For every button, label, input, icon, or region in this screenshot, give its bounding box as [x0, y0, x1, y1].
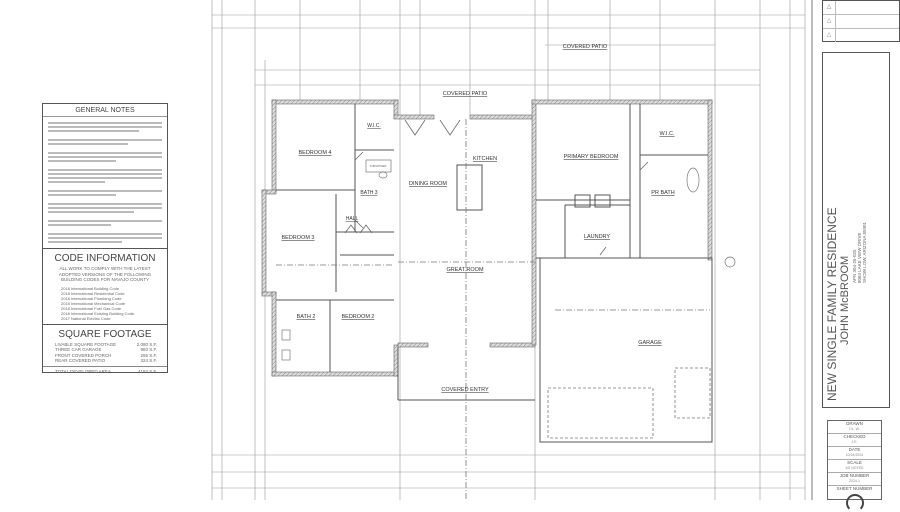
- sf-label: FRONT COVERED PORCH: [55, 352, 112, 358]
- square-footage-title: SQUARE FOOTAGE: [58, 328, 152, 340]
- room-label-dining-room: DINING ROOM: [409, 181, 447, 187]
- room-label-covered-patio-top: COVERED PATIO: [563, 44, 608, 50]
- sf-total-value: 4184 S.F.: [137, 368, 157, 374]
- room-label-laundry: LAUNDRY: [584, 234, 611, 240]
- room-label-great-room: GREAT ROOM: [446, 267, 483, 273]
- room-label-bedroom-3: BEDROOM 3: [281, 235, 314, 241]
- code-information-intro: ALL WORK TO COMPLY WITH THE LATEST ADOPT…: [58, 266, 152, 282]
- code-list: 2018 International Building Code 2018 In…: [43, 283, 167, 324]
- room-label-bedroom-4: BEDROOM 4: [298, 150, 331, 156]
- sf-label: THREE CAR GARAGE: [55, 347, 102, 352]
- exterior-walls: [261, 99, 713, 377]
- sf-label: LIVABLE SQUARE FOOTAGE: [55, 341, 117, 347]
- room-label-hall: HALL: [346, 216, 359, 222]
- code-item: 2018 International Existing Building Cod…: [61, 310, 135, 316]
- garage-parking-outlines: [276, 119, 711, 500]
- room-label-covered-entry: COVERED ENTRY: [441, 387, 489, 393]
- door-swings: [344, 119, 649, 256]
- room-label-wic-left: W.I.C.: [367, 123, 381, 129]
- code-information-section: CODE INFORMATION ALL WORK TO COMPLY WITH…: [43, 248, 167, 324]
- square-footage-total: TOTAL DEVELOPED AREA 4184 S.F.: [43, 365, 167, 375]
- general-notes-body: [43, 117, 167, 248]
- sf-value: 255 S.F.: [140, 352, 157, 358]
- room-label-bath-3: BATH 3: [360, 190, 377, 196]
- fixture-label-tub-shower: TUB/SHOWER: [370, 165, 387, 168]
- square-footage-row: FRONT COVERED PORCH 255 S.F.: [43, 353, 167, 359]
- room-label-kitchen: KITCHEN: [473, 156, 497, 162]
- sf-value: 324 S.F.: [140, 358, 157, 363]
- room-labels: COVERED PATIO COVERED PATIO BEDROOM 4 W.…: [281, 44, 674, 393]
- dimension-lines: [211, 0, 806, 500]
- room-label-covered-patio: COVERED PATIO: [443, 91, 488, 97]
- square-footage-row: THREE CAR GARAGE 983 S.F.: [43, 347, 167, 353]
- floor-plan-drawing: COVERED PATIO COVERED PATIO BEDROOM 4 W.…: [211, 0, 813, 500]
- room-label-primary-bedroom: PRIMARY BEDROOM: [564, 154, 619, 160]
- code-item: 2018 International Fuel Gas Code: [61, 305, 122, 311]
- code-item: 2017 National Electric Code: [61, 315, 111, 321]
- code-item: 2018 International Mechanical Code: [61, 300, 126, 306]
- revision-triangle-icon: △: [823, 1, 836, 14]
- city: SHOW LOW, ARIZONA 85901: [862, 221, 867, 283]
- room-label-wic-right: W.I.C.: [660, 131, 675, 137]
- sf-value: 983 S.F.: [140, 347, 157, 352]
- revision-triangle-icon: △: [823, 29, 836, 42]
- sf-total-label: TOTAL DEVELOPED AREA: [55, 368, 111, 374]
- general-notes-panel: GENERAL NOTES CODE INFORMATION ALL WORK …: [42, 103, 168, 375]
- revision-triangle-icon: △: [823, 15, 836, 28]
- client-name: JOHN McBROOM: [839, 255, 851, 345]
- general-notes-title: GENERAL NOTES: [43, 104, 167, 117]
- project-title: NEW SINGLE FAMILY RESIDENCE: [825, 207, 839, 401]
- sheet-number-glyph-icon: [845, 494, 864, 512]
- code-information-title: CODE INFORMATION: [54, 253, 156, 264]
- interior-walls: [276, 104, 713, 443]
- code-item: 2018 International Plumbing Code: [61, 295, 122, 301]
- room-label-bedroom-2: BEDROOM 2: [341, 314, 374, 320]
- sf-value: 2,080 S.F.: [136, 341, 157, 347]
- title-block: NEW SINGLE FAMILY RESIDENCE JOHN McBROOM…: [822, 52, 890, 408]
- code-item: 2018 International Building Code: [61, 285, 120, 291]
- info-sheet-number: SHEET NUMBER: [828, 486, 881, 512]
- room-label-pr-bath: PR BATH: [651, 190, 674, 196]
- square-footage-row: LIVABLE SQUARE FOOTAGE 2,080 S.F.: [43, 342, 167, 348]
- room-label-bath-2: BATH 2: [297, 314, 316, 320]
- revision-block: △ △ △: [822, 0, 900, 42]
- square-footage-section: SQUARE FOOTAGE LIVABLE SQUARE FOOTAGE 2,0…: [43, 323, 167, 375]
- fixtures: [281, 159, 736, 361]
- square-footage-row: REAR COVERED PATIO 324 S.F.: [43, 358, 167, 364]
- room-label-garage: GARAGE: [638, 340, 662, 346]
- code-item: 2018 International Residential Code: [61, 290, 125, 296]
- sf-label: REAR COVERED PATIO: [55, 358, 106, 363]
